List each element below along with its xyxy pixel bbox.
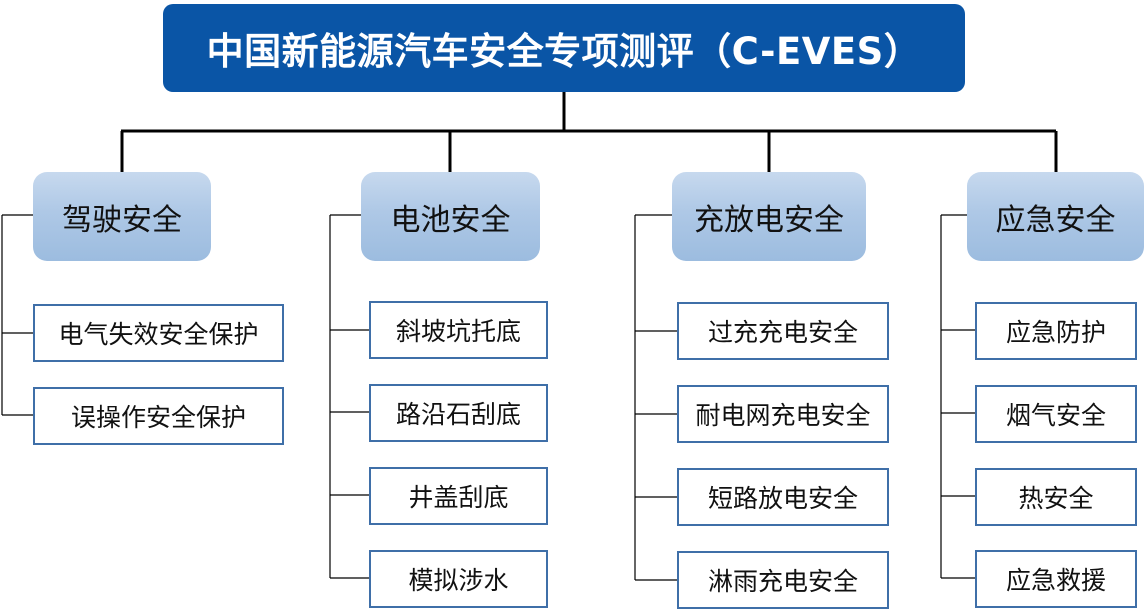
item-overcharge-safety: 过充充电安全	[677, 302, 889, 360]
item-emergency-protection: 应急防护	[975, 302, 1137, 360]
item-label: 应急救援	[1005, 566, 1106, 595]
item-emergency-rescue: 应急救援	[975, 550, 1137, 608]
item-slope-pit-bottoming: 斜坡坑托底	[369, 301, 548, 359]
category-driving-safety: 驾驶安全	[33, 172, 211, 261]
item-thermal-safety: 热安全	[975, 468, 1137, 526]
item-label: 热安全	[1018, 484, 1094, 513]
item-label: 斜坡坑托底	[395, 317, 521, 346]
category-label: 电池安全	[390, 202, 511, 238]
item-electrical-failure-protection: 电气失效安全保护	[33, 304, 284, 362]
item-rain-charging-safety: 淋雨充电安全	[677, 551, 889, 609]
item-label: 路沿石刮底	[395, 400, 521, 429]
item-label: 电气失效安全保护	[58, 320, 259, 349]
category-charging-safety: 充放电安全	[672, 172, 866, 261]
item-curb-scraping: 路沿石刮底	[369, 384, 548, 442]
item-label: 应急防护	[1005, 318, 1106, 347]
item-label: 过充充电安全	[707, 318, 858, 347]
item-label: 误操作安全保护	[70, 403, 246, 432]
item-short-circuit-discharge: 短路放电安全	[677, 468, 889, 526]
category-label: 应急安全	[995, 202, 1116, 238]
item-label: 模拟涉水	[408, 566, 509, 595]
category-label: 充放电安全	[694, 202, 844, 238]
item-label: 短路放电安全	[707, 484, 858, 513]
item-label: 耐电网充电安全	[695, 401, 871, 430]
root-title: 中国新能源汽车安全专项测评（C-EVES）	[206, 30, 922, 73]
root-title-box: 中国新能源汽车安全专项测评（C-EVES）	[163, 4, 965, 92]
item-label: 烟气安全	[1005, 401, 1106, 430]
item-label: 井盖刮底	[408, 483, 509, 512]
category-label: 驾驶安全	[62, 202, 182, 238]
item-wading-simulation: 模拟涉水	[369, 550, 548, 608]
item-manhole-scraping: 井盖刮底	[369, 467, 548, 525]
item-grid-tolerance-charging: 耐电网充电安全	[677, 385, 889, 443]
category-battery-safety: 电池安全	[361, 172, 540, 261]
item-label: 淋雨充电安全	[707, 567, 858, 596]
category-emergency-safety: 应急安全	[967, 172, 1144, 261]
item-smoke-safety: 烟气安全	[975, 385, 1137, 443]
item-misoperation-protection: 误操作安全保护	[33, 387, 284, 445]
